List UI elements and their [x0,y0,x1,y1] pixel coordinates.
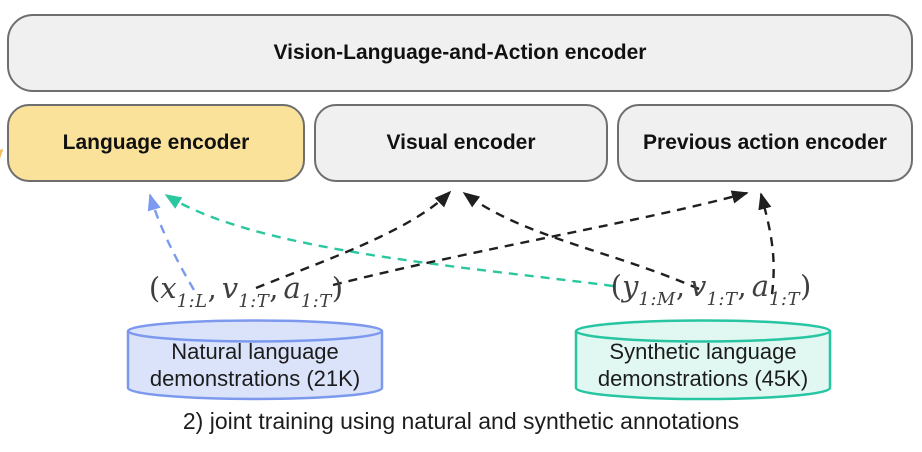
vla-encoder-box: Vision-Language-and-Action encoder [7,14,913,92]
math-subscript: 1:M [638,288,676,310]
previous-action-encoder-label: Previous action encoder [643,131,887,154]
math-token: a [283,271,301,305]
language-encoder-box: Language encoder [7,104,305,182]
synthetic-demonstrations-label: Synthetic language demonstrations (45K) [576,338,830,392]
natural-demonstrations-line2: demonstrations (21K) [149,366,361,391]
math-token: ( [610,269,622,303]
synthetic-demonstrations-line1: Synthetic language [609,339,797,364]
vla-encoder-label: Vision-Language-and-Action encoder [273,41,647,64]
figure-caption: 2) joint training using natural and synt… [182,408,740,434]
math-token: ) [800,269,812,303]
math-token: y [621,269,639,303]
visual-encoder-box: Visual encoder [314,104,608,182]
math-token: ) [331,271,344,305]
synthetic-demonstrations-line2: demonstrations (45K) [597,366,809,391]
natural-tuple-math: (x1:L,v1:T,a1:T) [120,271,372,312]
natural-demonstrations-label: Natural language demonstrations (21K) [128,338,382,392]
math-subscript: 1:T [300,290,332,312]
math-subscript: 1:T [238,290,270,312]
visual-encoder-label: Visual encoder [386,131,536,154]
natural-demonstrations-line1: Natural language [171,339,339,364]
math-token: a [751,269,769,303]
language-encoder-label: Language encoder [62,131,250,154]
math-token: v [690,269,707,303]
synthetic-tuple-math: (y1:M,v1:T,a1:T) [570,269,852,310]
math-subscript: 1:L [176,290,208,312]
math-token: x [160,271,177,305]
math-token: , [737,269,747,303]
math-subscript: 1:T [706,288,738,310]
math-subscript: 1:T [768,288,801,310]
math-token: v [221,271,239,305]
stage-flow-arrow [0,148,4,168]
math-token: , [269,271,279,305]
previous-action-encoder-box: Previous action encoder [617,104,913,182]
math-token: ( [148,271,161,305]
math-token: , [207,271,217,305]
math-token: , [675,269,686,303]
